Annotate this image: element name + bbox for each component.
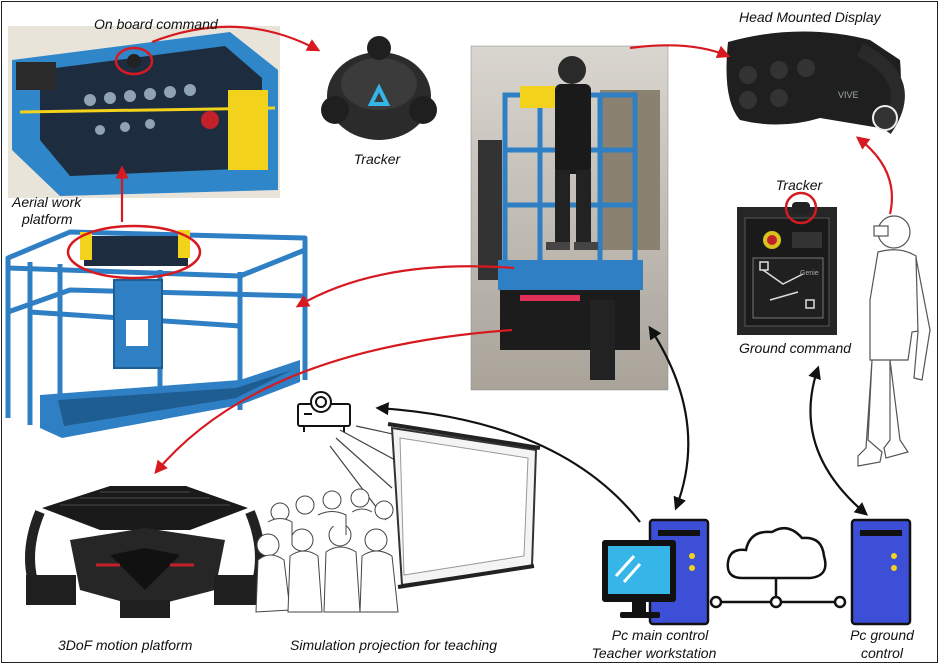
label-head-mounted-display: Head Mounted Display <box>739 9 881 25</box>
ground-command-photo: Genie <box>737 191 837 335</box>
arrow-onboard-to-tracker <box>151 25 321 52</box>
label-ground-command: Ground command <box>739 340 852 356</box>
label-aerial-work-platform-2: platform <box>22 211 73 227</box>
label-aerial-work-platform-1: Aerial work <box>12 194 82 210</box>
arrow-photo-to-hmd <box>629 44 731 58</box>
red-arrows <box>115 25 894 475</box>
hmd-brand-text: VIVE <box>838 90 859 100</box>
label-simulation-projection: Simulation projection for teaching <box>290 637 498 653</box>
desktop-computer-icon <box>602 518 710 626</box>
label-motion-platform: 3DoF motion platform <box>58 637 193 653</box>
label-pc-main-1: Pc main control <box>611 627 709 643</box>
label-tracker-right: Tracker <box>775 177 823 193</box>
audience-sketch <box>255 488 399 613</box>
cloud-network-icon <box>709 526 847 609</box>
label-pc-ground-1: Pc ground <box>850 627 914 643</box>
motion-platform-photo <box>25 486 265 618</box>
ground-panel-brand-text: Genie <box>800 270 819 277</box>
arrow-photo-to-motion <box>154 328 513 475</box>
label-tracker-top: Tracker <box>353 151 401 167</box>
tracker-device-top <box>321 36 437 140</box>
arrow-pc-photo-link <box>648 325 690 511</box>
label-on-board-command: On board command <box>94 16 218 32</box>
ground-operator-sketch <box>857 215 931 467</box>
arrow-operator-to-hmd <box>855 136 894 215</box>
projector-icon <box>297 391 351 432</box>
on-board-command-photo <box>8 26 280 198</box>
arrow-pc-to-projector <box>375 402 641 523</box>
projection-screen <box>387 422 541 589</box>
training-platform-photo <box>470 45 669 391</box>
arrow-ground-pc-link <box>808 365 869 516</box>
tower-computer-icon <box>850 518 912 626</box>
label-pc-main-2: Teacher workstation <box>591 645 717 661</box>
label-pc-ground-2: control <box>860 645 904 661</box>
aerial-work-platform-photo <box>5 224 308 438</box>
head-mounted-display-photo: VIVE <box>726 31 905 135</box>
arrow-photo-to-platform <box>295 265 515 308</box>
black-arrows <box>375 325 869 523</box>
